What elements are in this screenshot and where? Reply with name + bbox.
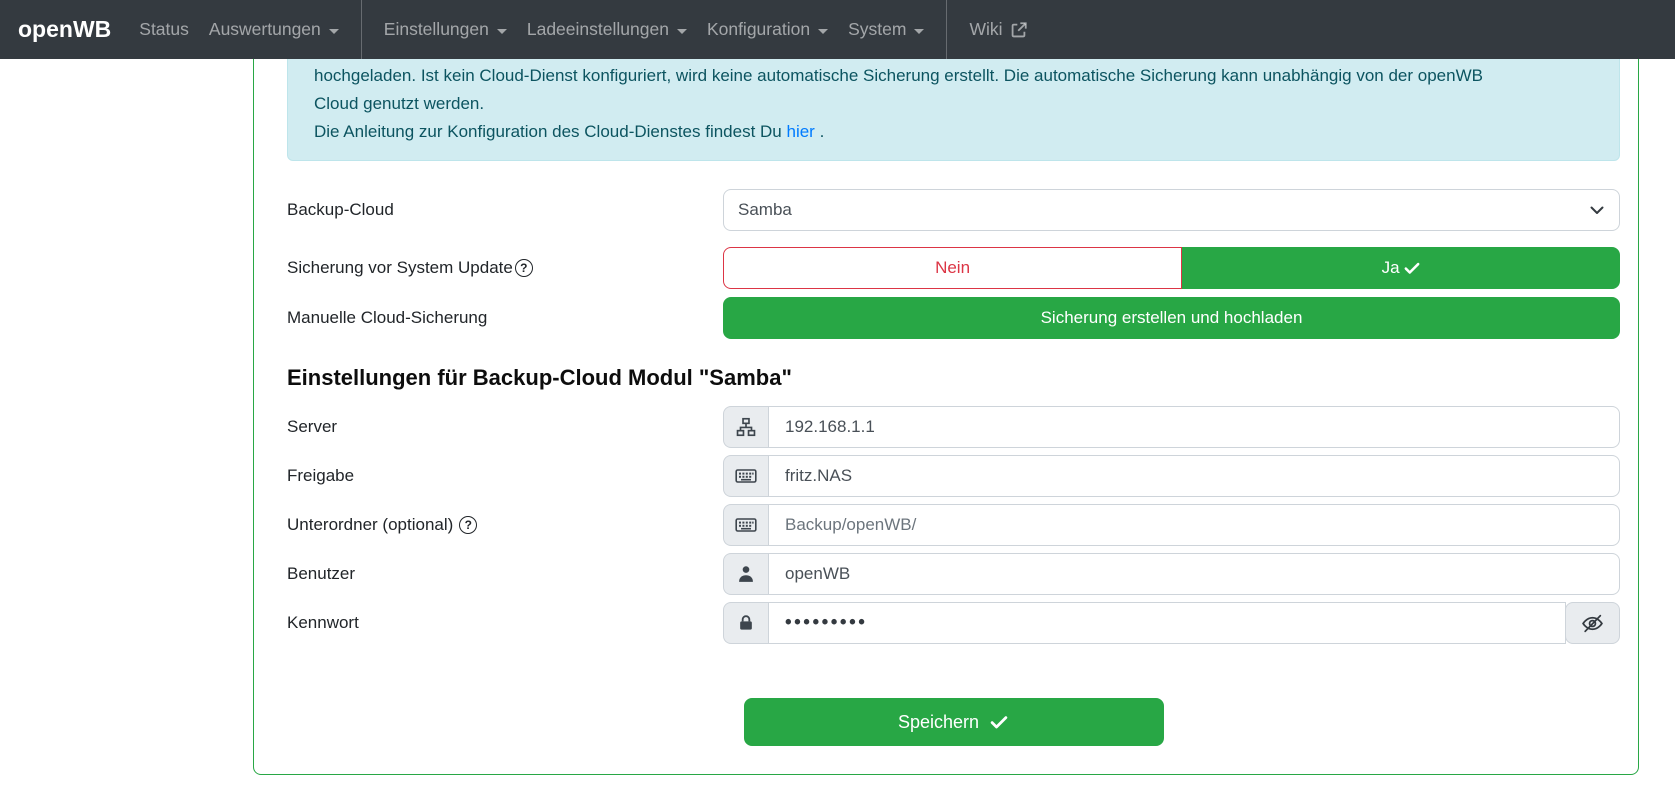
pre-update-yes-button[interactable]: Ja: [1182, 247, 1620, 289]
password-row: Kennwort: [287, 602, 1620, 644]
question-circle-icon[interactable]: ?: [514, 259, 533, 277]
pre-update-row: Sicherung vor System Update ? Nein Ja: [287, 247, 1620, 289]
nav-item-einstellungen[interactable]: Einstellungen: [374, 0, 517, 59]
pre-update-label: Sicherung vor System Update ?: [287, 258, 723, 278]
person-icon: [723, 553, 768, 595]
hier-link[interactable]: hier: [786, 122, 815, 141]
user-row: Benutzer: [287, 553, 1620, 595]
chevron-down-icon: [818, 28, 829, 34]
nav-item-status[interactable]: Status: [129, 0, 199, 59]
pre-update-toggle: Nein Ja: [723, 247, 1620, 289]
server-row: Server: [287, 406, 1620, 448]
subfolder-input[interactable]: [768, 504, 1620, 546]
nav-item-ladeeinstellungen[interactable]: Ladeeinstellungen: [517, 0, 697, 59]
alert-text: Die Anleitung zur Konfiguration des Clou…: [314, 122, 825, 141]
settings-card: hochgeladen. Ist kein Cloud-Dienst konfi…: [253, 19, 1639, 775]
alert-text: hochgeladen. Ist kein Cloud-Dienst konfi…: [314, 66, 1483, 113]
save-button[interactable]: Speichern: [743, 698, 1164, 746]
backup-cloud-select[interactable]: Samba: [723, 189, 1620, 231]
manual-backup-label: Manuelle Cloud-Sicherung: [287, 308, 488, 327]
external-link-icon: [1010, 21, 1028, 39]
nav-item-system[interactable]: System: [838, 0, 934, 59]
navbar-divider: [946, 0, 948, 59]
chevron-down-icon: [1589, 202, 1605, 218]
network-icon: [723, 406, 768, 448]
subfolder-label: Unterordner (optional) ?: [287, 515, 723, 535]
password-input[interactable]: [768, 602, 1566, 644]
backup-cloud-selected-value: Samba: [738, 200, 792, 219]
create-backup-button[interactable]: Sicherung erstellen und hochladen: [723, 297, 1620, 339]
manual-backup-row: Manuelle Cloud-Sicherung Sicherung erste…: [287, 297, 1620, 339]
lock-icon: [723, 602, 768, 644]
nav-item-label: System: [848, 19, 907, 39]
toggle-password-visibility-button[interactable]: [1565, 602, 1620, 644]
share-input[interactable]: [768, 455, 1620, 497]
backup-cloud-row: Backup-Cloud Samba: [287, 189, 1620, 231]
share-row: Freigabe: [287, 455, 1620, 497]
chevron-down-icon: [328, 28, 339, 34]
share-label: Freigabe: [287, 466, 355, 485]
server-input[interactable]: [768, 406, 1620, 448]
keyboard-icon: [723, 455, 768, 497]
nav-item-label: Status: [139, 19, 189, 39]
nav-item-konfiguration[interactable]: Konfiguration: [697, 0, 838, 59]
pre-update-no-button[interactable]: Nein: [723, 247, 1183, 289]
chevron-down-icon: [914, 28, 925, 34]
nav-item-label: Wiki: [969, 19, 1003, 39]
nav-item-label: Ladeeinstellungen: [526, 19, 669, 39]
brand: openWB: [18, 16, 112, 42]
chevron-down-icon: [496, 28, 507, 34]
check-icon: [989, 712, 1009, 732]
navbar: openWB Status Auswertungen Einstellungen…: [0, 0, 1675, 59]
keyboard-icon: [723, 504, 768, 546]
server-label: Server: [287, 417, 338, 436]
user-input[interactable]: [768, 553, 1620, 595]
nav-item-wiki[interactable]: Wiki: [959, 0, 1038, 59]
nav-item-label: Konfiguration: [706, 19, 811, 39]
subfolder-row: Unterordner (optional) ?: [287, 504, 1620, 546]
question-circle-icon[interactable]: ?: [459, 516, 478, 534]
user-label: Benutzer: [287, 564, 356, 583]
chevron-down-icon: [676, 28, 687, 34]
nav-item-label: Auswertungen: [208, 19, 321, 39]
navbar-divider: [360, 0, 362, 59]
nav-item-auswertungen[interactable]: Auswertungen: [199, 0, 349, 59]
password-label: Kennwort: [287, 613, 359, 632]
nav-item-label: Einstellungen: [383, 19, 489, 39]
module-settings-form: Server Freigabe: [287, 406, 1620, 644]
check-icon: [1403, 259, 1421, 277]
backup-cloud-label: Backup-Cloud: [287, 200, 394, 219]
section-heading: Einstellungen für Backup-Cloud Modul "Sa…: [287, 365, 792, 390]
eye-slash-icon: [1580, 611, 1605, 636]
